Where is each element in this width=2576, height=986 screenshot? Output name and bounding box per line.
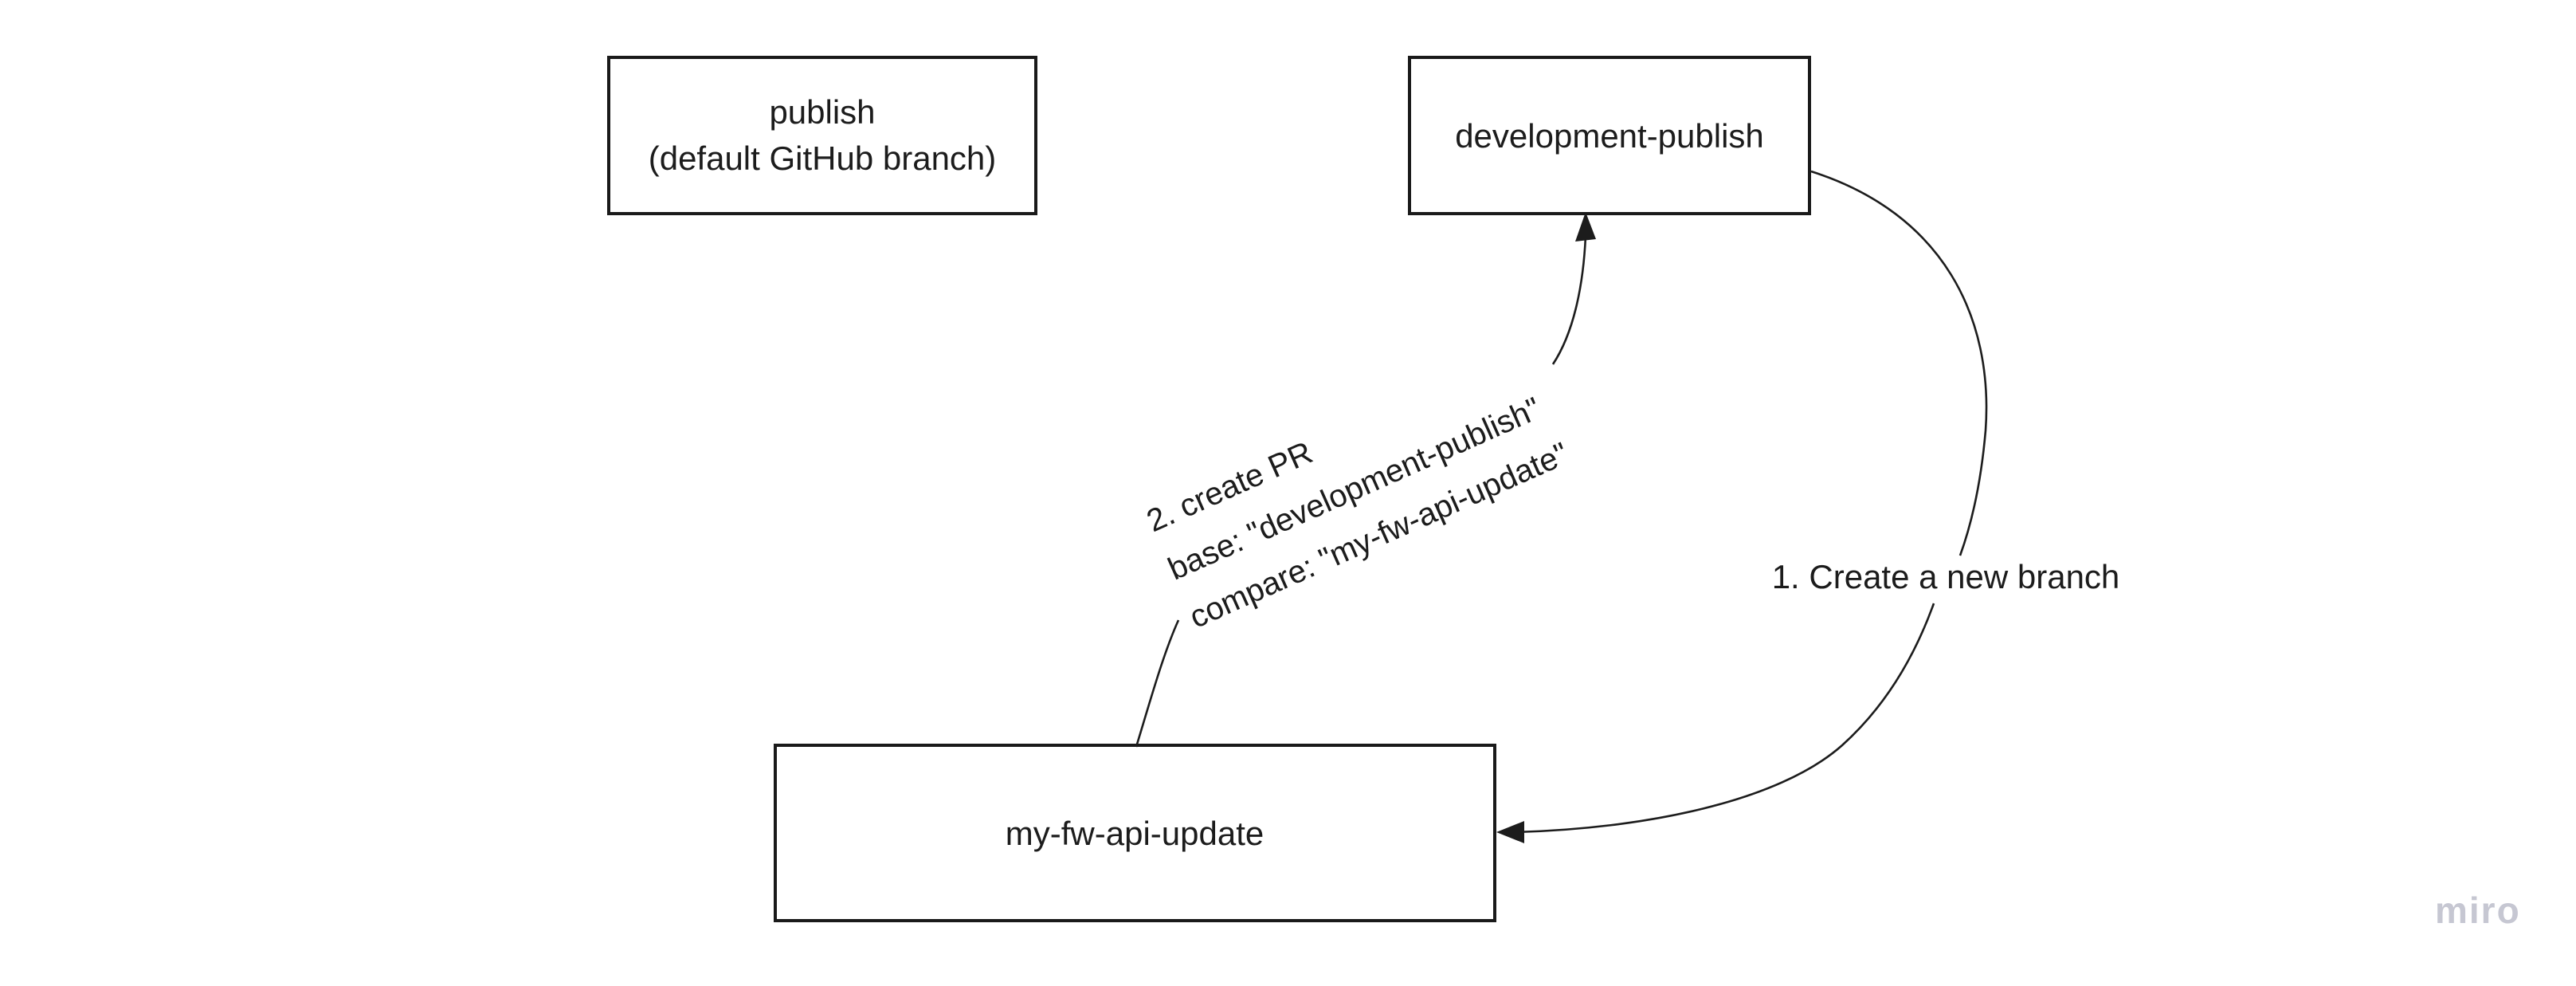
node-my-fw-api-update[interactable]: my-fw-api-update bbox=[774, 744, 1496, 922]
connector-create-pr[interactable]: 2. create PR base: "development-publish"… bbox=[1135, 212, 1596, 748]
node-development-publish-shape[interactable] bbox=[1408, 56, 1811, 215]
node-publish-shape[interactable] bbox=[607, 56, 1037, 215]
arrowhead-up-icon bbox=[1575, 212, 1596, 242]
connector-create-pr-path-lower[interactable] bbox=[1135, 619, 1180, 748]
connector-create-pr-path-upper[interactable] bbox=[1551, 235, 1587, 365]
node-my-fw-api-update-shape[interactable] bbox=[774, 744, 1496, 922]
connector-create-branch-path-upper[interactable] bbox=[1810, 170, 1988, 556]
node-development-publish[interactable]: development-publish bbox=[1408, 56, 1811, 215]
connector-create-pr-label-block[interactable]: 2. create PR base: "development-publish"… bbox=[1142, 340, 1574, 634]
connector-create-branch-path-lower[interactable] bbox=[1513, 603, 1935, 834]
arrowhead-left-icon bbox=[1496, 821, 1524, 843]
connector-create-branch-label[interactable]: 1. Create a new branch bbox=[1772, 558, 2120, 595]
node-development-publish-label: development-publish bbox=[1455, 117, 1764, 155]
node-my-fw-api-update-label: my-fw-api-update bbox=[1006, 815, 1264, 852]
connector-create-branch[interactable]: 1. Create a new branch bbox=[1496, 170, 2120, 843]
node-publish-label-line1: publish bbox=[769, 93, 875, 131]
node-publish[interactable]: publish (default GitHub branch) bbox=[607, 56, 1037, 215]
miro-watermark-logo: miro bbox=[2435, 890, 2521, 931]
node-publish-label-line2: (default GitHub branch) bbox=[649, 139, 997, 177]
